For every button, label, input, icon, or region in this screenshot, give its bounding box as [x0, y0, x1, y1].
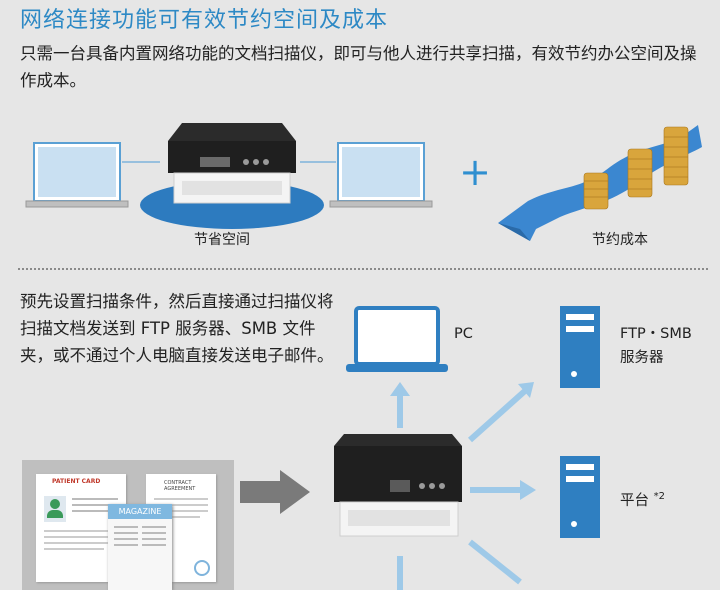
magazine-title: MAGAZINE	[108, 504, 172, 519]
avatar	[44, 496, 66, 522]
magazine-document: MAGAZINE	[108, 504, 172, 590]
pc-laptop-icon	[346, 306, 448, 372]
gray-arrow-icon	[240, 470, 310, 514]
laptop-right-icon	[329, 142, 433, 208]
description-text: 预先设置扫描条件，然后直接通过扫描仪将扫描文档发送到 FTP 服务器、SMB 文…	[20, 292, 334, 365]
scanner-icon	[168, 123, 296, 204]
ftp-server-icon	[560, 306, 600, 388]
patient-card-title: PATIENT CARD	[52, 478, 101, 485]
plus-icon: +	[459, 150, 491, 194]
cost-reduction-ribbon-icon	[498, 125, 702, 241]
contract-title-line1: CONTRACT	[164, 480, 192, 486]
scanner-lower-icon	[334, 434, 462, 537]
documents-panel: PATIENT CARD CONTRACT AGREEMENT MAGAZINE	[22, 460, 234, 590]
save-cost-caption: 节约成本	[592, 232, 648, 248]
save-space-caption: 节省空间	[194, 232, 250, 248]
laptop-left-icon	[25, 142, 129, 208]
section-divider	[18, 268, 708, 270]
ftp-label-line2: 服务器	[620, 350, 664, 366]
ftp-label-line1: FTP・SMB	[620, 326, 692, 342]
contract-title-line2: AGREEMENT	[164, 486, 196, 492]
platform-label-text: 平台	[620, 492, 649, 509]
platform-label: 平台 *2	[620, 486, 665, 512]
page-title: 网络连接功能可有效节约空间及成本	[20, 8, 389, 33]
network-diagram: +	[0, 105, 720, 265]
intro-text: 只需一台具备内置网络功能的文档扫描仪，即可与他人进行共享扫描，有效节约办公空间及…	[20, 44, 697, 90]
platform-footnote: *2	[653, 491, 665, 502]
platform-server-icon	[560, 456, 600, 538]
distribution-diagram	[0, 280, 720, 590]
pc-label: PC	[454, 326, 473, 342]
